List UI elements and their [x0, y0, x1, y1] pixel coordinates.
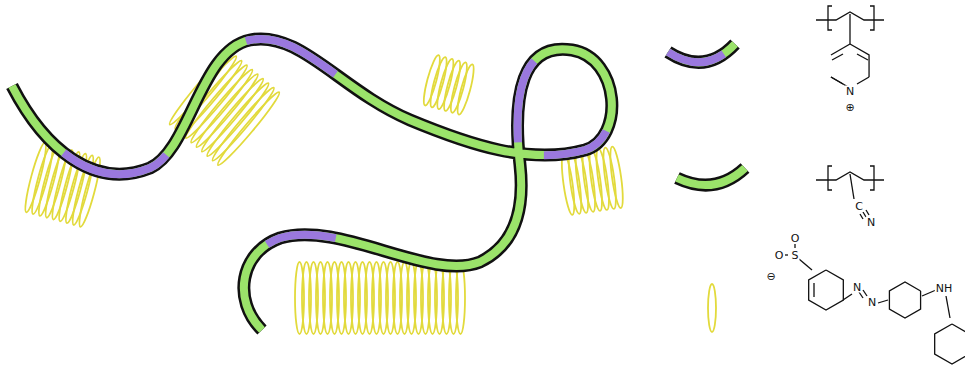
- dye-loop: [215, 89, 283, 168]
- atom-label: O: [790, 233, 801, 244]
- legend-dye-loop: [708, 284, 716, 332]
- ribbon-outline: [677, 168, 745, 185]
- bond: [857, 77, 869, 84]
- bond: [849, 14, 850, 44]
- bond: [878, 300, 888, 303]
- pyridinium-segment: [677, 168, 745, 185]
- dye-loop: [209, 85, 277, 164]
- bond: [863, 290, 867, 296]
- dye-aggregate: [295, 262, 465, 334]
- bond: [870, 166, 874, 190]
- dye-loop: [428, 56, 450, 109]
- polymer-ribbon: [12, 39, 612, 330]
- bond: [935, 324, 965, 364]
- atom-label: N: [866, 217, 876, 228]
- atom-label: N: [852, 282, 862, 293]
- bond: [828, 166, 832, 190]
- bond: [843, 294, 852, 300]
- atom-label: C: [854, 201, 864, 212]
- acrylonitrile-segment: [668, 44, 735, 62]
- bond: [794, 244, 795, 248]
- pyridinium-segment: [12, 39, 612, 330]
- dye-aggregate: [421, 54, 477, 116]
- bond: [850, 44, 869, 77]
- structure-bonds: [785, 6, 965, 364]
- pyridinium-segment: [668, 44, 735, 62]
- dye-loop: [608, 146, 626, 209]
- bond: [799, 259, 812, 270]
- atom-label: NH: [935, 283, 954, 294]
- bond: [860, 214, 863, 219]
- acrylonitrile-segment: [677, 168, 745, 185]
- bond: [859, 292, 863, 298]
- ribbon-outline: [668, 44, 735, 62]
- atom-label: N: [845, 86, 855, 97]
- dye-loop: [456, 262, 465, 334]
- bond: [831, 77, 843, 84]
- legend-ribbon-purple: [668, 44, 735, 62]
- atom-label: N: [867, 297, 877, 308]
- bond: [850, 174, 854, 199]
- atom-label: O: [774, 250, 785, 261]
- ribbon-outline: [12, 39, 612, 330]
- atom-label: ⊕: [844, 102, 855, 113]
- dye-aggregate: [166, 49, 282, 168]
- bond: [889, 282, 920, 318]
- dye-loop: [434, 58, 456, 111]
- bond: [870, 6, 874, 30]
- bond: [946, 296, 950, 318]
- atom-label: ⊖: [765, 271, 776, 282]
- bond: [832, 54, 843, 60]
- acrylonitrile-segment: [12, 39, 612, 330]
- dye-loop: [455, 63, 477, 116]
- bond: [785, 254, 788, 255]
- dye-loop: [441, 60, 463, 113]
- bond: [809, 270, 844, 310]
- bond: [857, 54, 868, 60]
- bond: [831, 44, 850, 55]
- legend-ribbon-green: [677, 168, 745, 185]
- bond: [813, 283, 814, 297]
- bond: [866, 210, 869, 215]
- bond: [828, 6, 832, 30]
- dye-loop: [448, 61, 470, 114]
- dye-loop: [421, 54, 443, 107]
- atom-label: S: [791, 250, 800, 261]
